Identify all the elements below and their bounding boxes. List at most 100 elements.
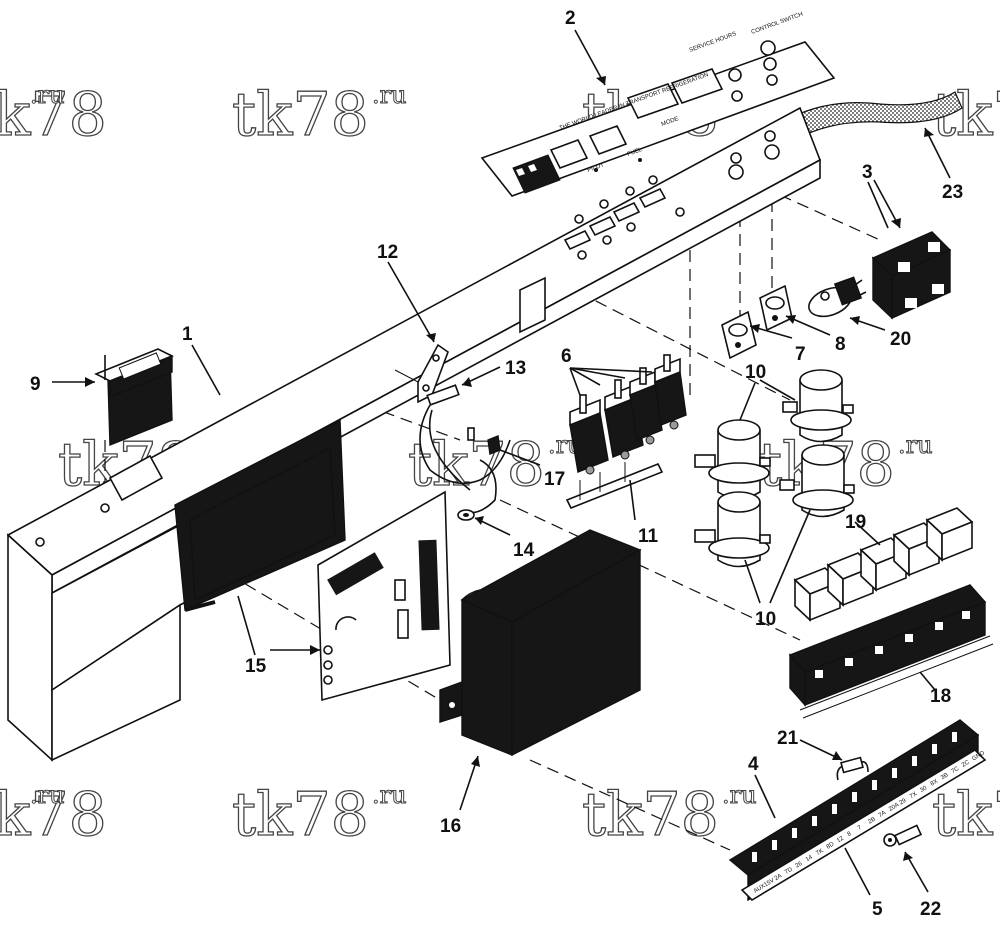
callout-3: 3 bbox=[862, 162, 873, 183]
callout-19: 19 bbox=[845, 512, 866, 533]
terminal-strip-label: 8 bbox=[847, 831, 854, 838]
terminal-strip-label: 2C bbox=[961, 759, 971, 768]
callout-20: 20 bbox=[890, 329, 911, 350]
terminal-strip-label: 30 bbox=[919, 785, 928, 794]
part-15-enclosure bbox=[174, 418, 346, 612]
callout-8: 8 bbox=[835, 334, 846, 355]
solenoid-1 bbox=[782, 369, 854, 443]
leader-lines bbox=[52, 29, 951, 896]
watermark-sup: .ru bbox=[372, 81, 407, 109]
part-19-relays bbox=[793, 507, 974, 622]
watermark-10: tk78 .ru bbox=[581, 779, 757, 850]
part-12-bracket bbox=[394, 343, 449, 404]
callout-14: 14 bbox=[513, 540, 535, 561]
terminal-strip-label: 2B bbox=[867, 816, 876, 825]
terminal-strip-label: 7X bbox=[909, 791, 918, 800]
terminal-strip-label: 2A bbox=[774, 873, 783, 882]
terminal-strip-label: 3B bbox=[940, 772, 949, 781]
callout-13: 13 bbox=[505, 358, 526, 379]
callout-6: 6 bbox=[561, 346, 572, 367]
panel-label-d: FUEL bbox=[627, 147, 644, 158]
part-3-rectifier bbox=[871, 231, 952, 320]
callout-5: 5 bbox=[872, 899, 883, 920]
watermark-sup: .ru bbox=[722, 781, 757, 809]
part-20-sensor bbox=[808, 276, 867, 318]
watermark-text: tk78 bbox=[408, 430, 545, 500]
part-5-marker-strip: AUX15V2A7D26147K8D12872B7A20A297X308X3B7… bbox=[753, 750, 986, 895]
terminal-strip-label: 7A bbox=[878, 810, 887, 819]
panel-label-a: SERVICE HOURS bbox=[689, 31, 738, 54]
callout-23: 23 bbox=[942, 182, 963, 203]
watermark-group: tk78 .ru tk78 .ru tk78 .ru tk78 tk78 .ru… bbox=[0, 79, 1000, 850]
watermark-6: tk78 .ru bbox=[407, 429, 583, 500]
watermark-8: tk78 .ru bbox=[0, 779, 107, 850]
callout-4: 4 bbox=[748, 754, 759, 775]
terminal-strip-label: 26 bbox=[795, 861, 804, 870]
terminal-strip-label: 12 bbox=[836, 835, 845, 844]
callout-10b: 10 bbox=[755, 609, 776, 630]
part-23-harness bbox=[789, 91, 963, 141]
part-10-solenoids bbox=[694, 369, 855, 568]
part-21-jumper bbox=[836, 756, 869, 781]
watermark-sup: .ru bbox=[30, 781, 65, 809]
watermark-text: tk78 bbox=[582, 780, 719, 850]
watermark-1: tk78 .ru bbox=[0, 79, 107, 150]
watermark-sup: .ru bbox=[898, 431, 933, 459]
panel-label-b: CONTROL SWITCH bbox=[751, 12, 804, 36]
part-16-control-module bbox=[439, 529, 642, 757]
watermark-text: tk78 bbox=[932, 780, 1000, 850]
callout-17: 17 bbox=[544, 469, 565, 490]
callout-18: 18 bbox=[930, 686, 951, 707]
solenoid-4 bbox=[694, 491, 771, 568]
callout-12: 12 bbox=[377, 242, 398, 263]
part-14-grommet bbox=[457, 509, 475, 521]
part-4-terminal-block bbox=[728, 719, 987, 902]
watermark-text: tk78 bbox=[0, 80, 107, 150]
terminal-strip-label: 7C bbox=[951, 766, 961, 775]
panel-label-e: MODE bbox=[661, 116, 680, 128]
terminal-strip-label: AUX bbox=[753, 883, 767, 895]
callout-2: 2 bbox=[565, 8, 576, 29]
solenoid-3 bbox=[779, 444, 855, 518]
watermark-2: tk78 .ru bbox=[231, 79, 407, 150]
terminal-strip-label: 7K bbox=[815, 848, 824, 857]
terminal-strip-label: 8X bbox=[930, 779, 939, 788]
terminal-strip-label: 14 bbox=[805, 854, 814, 863]
terminal-strip-label: 7D bbox=[784, 866, 794, 875]
callout-10a: 10 bbox=[745, 362, 766, 383]
terminal-strip-label: 7 bbox=[857, 825, 864, 832]
terminal-strip-label: 29 bbox=[899, 798, 908, 807]
part-11-mount-strip bbox=[565, 462, 664, 510]
part-18-relay-base bbox=[788, 584, 994, 719]
callout-21: 21 bbox=[777, 728, 799, 749]
part-9-hour-meter bbox=[94, 348, 174, 447]
terminal-strip-label: 20A bbox=[888, 802, 900, 813]
part-13-sensor-lead bbox=[419, 384, 511, 514]
terminal-strip-label: 8D bbox=[826, 841, 836, 850]
part-8-socket bbox=[759, 284, 793, 332]
watermark-11: tk78 bbox=[931, 779, 1000, 850]
watermark-sup: .ru bbox=[372, 781, 407, 809]
part-6-circuit-breakers bbox=[569, 354, 687, 475]
terminal-strip-label: 15V bbox=[763, 878, 775, 889]
callout-7: 7 bbox=[795, 344, 806, 365]
solenoid-2 bbox=[694, 419, 771, 500]
watermark-text: tk78 bbox=[0, 780, 107, 850]
watermark-9: tk78 .ru bbox=[231, 779, 407, 850]
part-22-ring-terminal bbox=[883, 824, 923, 847]
callout-9: 9 bbox=[30, 374, 41, 395]
callout-1: 1 bbox=[182, 324, 193, 345]
callout-11: 11 bbox=[638, 526, 659, 547]
watermark-text: tk78 bbox=[232, 80, 369, 150]
callout-16: 16 bbox=[440, 816, 461, 837]
part-15-circuit-board bbox=[317, 490, 451, 702]
callout-labels: 2 3 4 5 6 7 8 9 10 10 11 12 13 14 15 16 … bbox=[30, 8, 963, 920]
watermark-sup: .ru bbox=[30, 81, 65, 109]
callout-15: 15 bbox=[245, 656, 267, 677]
terminal-strip-label-group: AUX15V2A7D26147K8D12872B7A20A297X308X3B7… bbox=[753, 750, 986, 895]
watermark-text: tk78 bbox=[232, 780, 369, 850]
callout-22: 22 bbox=[920, 899, 941, 920]
part-7-socket bbox=[721, 310, 757, 360]
